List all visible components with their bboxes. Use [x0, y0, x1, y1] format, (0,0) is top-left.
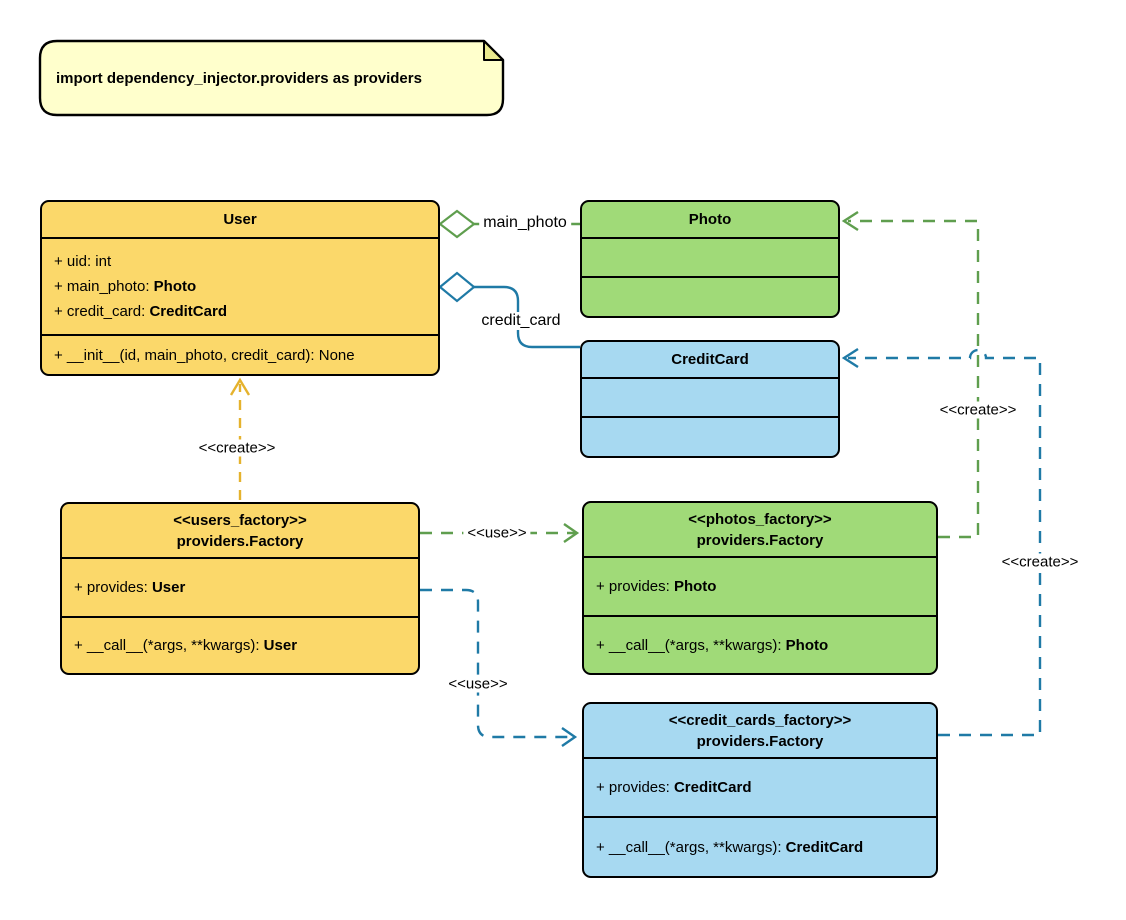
attributes-compartment: + provides: User	[62, 559, 418, 618]
edge-create-credit-card	[848, 348, 1042, 737]
class-header: <<users_factory>> providers.Factory	[62, 504, 418, 559]
class-title: Photo	[582, 202, 838, 239]
note-text: import dependency_injector.providers as …	[56, 69, 422, 87]
attribute-row: + provides: CreditCard	[596, 779, 752, 796]
arrowhead-use-credit-cards-factory-icon	[561, 727, 578, 747]
class-photos-factory: <<photos_factory>> providers.Factory + p…	[582, 501, 938, 675]
method-row: + __call__(*args, **kwargs): User	[74, 637, 298, 654]
attribute-row: + provides: User	[74, 579, 186, 596]
attributes-compartment: + uid: int + main_photo: Photo + credit_…	[42, 239, 438, 336]
attribute-row: + provides: Photo	[596, 578, 717, 595]
arrowhead-create-user-icon	[229, 377, 251, 396]
class-users-factory: <<users_factory>> providers.Factory + pr…	[60, 502, 420, 675]
method-row: + __call__(*args, **kwargs): CreditCard	[596, 838, 864, 856]
attributes-compartment-empty	[582, 239, 838, 278]
class-stereotype: <<users_factory>>	[173, 511, 307, 529]
class-stereotype: <<photos_factory>>	[688, 510, 832, 528]
aggregation-diamond-main-photo-icon	[438, 209, 476, 239]
edge-label-use-credit-cards: <<use>>	[444, 675, 512, 693]
arrowhead-create-credit-card-icon	[841, 347, 859, 369]
note-shape	[38, 39, 505, 117]
arrowhead-create-photo-icon	[841, 210, 859, 232]
class-header: <<credit_cards_factory>> providers.Facto…	[584, 704, 936, 759]
aggregation-diamond-credit-card-icon	[438, 271, 476, 303]
edge-label-create-credit-card: <<create>>	[997, 553, 1083, 571]
methods-compartment: + __init__(id, main_photo, credit_card):…	[42, 336, 438, 374]
class-creditcard: CreditCard	[580, 340, 840, 458]
class-title: providers.Factory	[696, 732, 824, 750]
method-row: + __call__(*args, **kwargs): Photo	[596, 636, 829, 654]
class-photo: Photo	[580, 200, 840, 318]
class-title: providers.Factory	[176, 532, 304, 550]
class-stereotype: <<credit_cards_factory>>	[668, 711, 852, 729]
class-title: User	[42, 202, 438, 239]
class-credit-cards-factory: <<credit_cards_factory>> providers.Facto…	[582, 702, 938, 878]
class-user: User + uid: int + main_photo: Photo + cr…	[40, 200, 440, 376]
class-title: providers.Factory	[696, 531, 824, 549]
attributes-compartment-empty	[582, 379, 838, 418]
method-row: + __init__(id, main_photo, credit_card):…	[54, 346, 355, 364]
attribute-row: + credit_card: CreditCard	[54, 303, 227, 320]
methods-compartment: + __call__(*args, **kwargs): CreditCard	[584, 818, 936, 876]
attribute-row: + main_photo: Photo	[54, 278, 197, 295]
methods-compartment-empty	[582, 278, 838, 316]
edge-label-credit-card: credit_card	[477, 312, 565, 330]
attributes-compartment: + provides: CreditCard	[584, 759, 936, 818]
edge-label-use-photos: <<use>>	[463, 524, 531, 542]
methods-compartment: + __call__(*args, **kwargs): User	[62, 618, 418, 673]
note-fold-icon	[483, 40, 504, 61]
edge-label-main-photo: main_photo	[479, 214, 571, 232]
methods-compartment-empty	[582, 418, 838, 456]
methods-compartment: + __call__(*args, **kwargs): Photo	[584, 617, 936, 673]
class-title: CreditCard	[582, 342, 838, 379]
edge-label-create-photo: <<create>>	[935, 401, 1021, 419]
class-header: <<photos_factory>> providers.Factory	[584, 503, 936, 558]
edge-use-credit-cards-factory	[420, 588, 574, 739]
arrowhead-use-photos-factory-icon	[563, 523, 580, 543]
edge-label-create-user: <<create>>	[194, 439, 280, 457]
uml-note: import dependency_injector.providers as …	[40, 41, 503, 115]
attributes-compartment: + provides: Photo	[584, 558, 936, 617]
attribute-row: + uid: int	[54, 253, 112, 270]
edge-create-photo	[848, 219, 980, 539]
